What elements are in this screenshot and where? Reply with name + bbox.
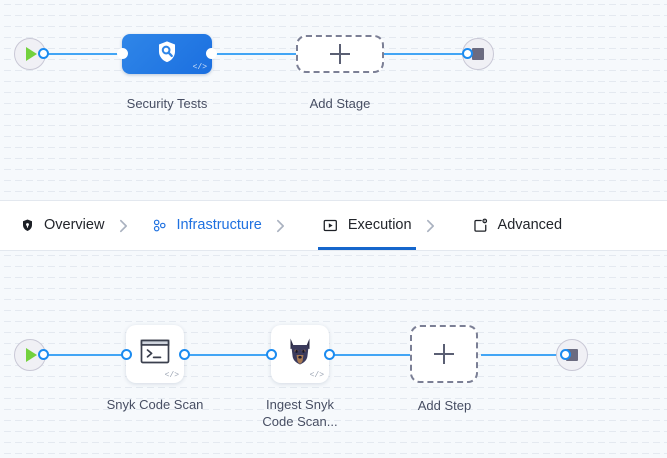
code-badge: </>: [309, 371, 324, 380]
plus-icon: [330, 44, 350, 64]
play-box-icon: [322, 217, 340, 235]
play-icon: [26, 348, 37, 362]
edge-add-step-to-end: [481, 354, 566, 356]
step-caption-add-step: Add Step: [417, 398, 472, 413]
port-end-in[interactable]: [462, 48, 473, 59]
edge-add-stage-to-end: [378, 53, 468, 55]
port-security-tests-out[interactable]: [206, 48, 217, 59]
terminal-icon: [139, 338, 171, 371]
tab-overview[interactable]: Overview: [14, 201, 108, 250]
add-step-node[interactable]: [410, 325, 478, 383]
tab-label-advanced: Advanced: [497, 217, 563, 234]
port-ingest-out[interactable]: [324, 349, 335, 360]
shield-search-icon: [154, 39, 180, 70]
tab-label-execution: Execution: [347, 217, 412, 234]
port-security-tests-in[interactable]: [117, 48, 128, 59]
code-badge: </>: [164, 371, 179, 380]
pipeline-start-node[interactable]: [14, 38, 46, 70]
nodes-cluster-icon: [150, 217, 168, 235]
section-tabbar: Overview Infrastructure: [0, 200, 667, 251]
stage-canvas[interactable]: </> Security Tests Add Stage: [0, 0, 667, 200]
tab-label-infrastructure: Infrastructure: [176, 217, 262, 234]
add-stage-node[interactable]: [296, 35, 384, 73]
port-start-out[interactable]: [38, 48, 49, 59]
window-gear-icon: [472, 217, 490, 235]
port-snyk-code-scan-in[interactable]: [121, 349, 132, 360]
stage-caption-security-tests: Security Tests: [126, 96, 208, 111]
shield-icon: [18, 217, 36, 235]
port-exec-start-out[interactable]: [38, 349, 49, 360]
step-node-ingest-snyk-code-scan[interactable]: </>: [271, 325, 329, 383]
step-caption-snyk-code-scan: Snyk Code Scan: [106, 397, 204, 412]
edge-start-to-security-tests: [44, 53, 130, 55]
tab-infrastructure[interactable]: Infrastructure: [146, 201, 265, 250]
edge-security-tests-to-add-stage: [210, 53, 302, 55]
code-badge: </>: [192, 63, 207, 72]
step-caption-ingest-snyk-code-scan: Ingest Snyk Code Scan...: [262, 397, 338, 429]
chevron-right-icon-3: [416, 201, 446, 250]
snyk-dog-icon: [285, 336, 315, 373]
play-icon: [26, 47, 37, 61]
tab-execution[interactable]: Execution: [317, 201, 416, 250]
step-node-snyk-code-scan[interactable]: </>: [126, 325, 184, 383]
plus-icon: [434, 344, 454, 364]
stage-node-security-tests[interactable]: </>: [122, 34, 212, 74]
tab-label-overview: Overview: [44, 217, 105, 234]
stop-icon: [472, 48, 484, 60]
stage-caption-add-stage: Add Stage: [309, 96, 371, 111]
port-snyk-code-scan-out[interactable]: [179, 349, 190, 360]
chevron-right-icon-2: [266, 201, 296, 250]
edge-ingest-to-add-step: [333, 354, 413, 356]
edge-start-to-snyk-code-scan: [44, 354, 128, 356]
port-ingest-in[interactable]: [266, 349, 277, 360]
tab-advanced[interactable]: Advanced: [468, 201, 567, 250]
chevron-right-icon-1: [108, 201, 138, 250]
port-exec-end-in[interactable]: [560, 349, 571, 360]
step-canvas[interactable]: </> Snyk Code Scan: [0, 251, 667, 458]
edge-snyk-code-scan-to-ingest: [188, 354, 274, 356]
